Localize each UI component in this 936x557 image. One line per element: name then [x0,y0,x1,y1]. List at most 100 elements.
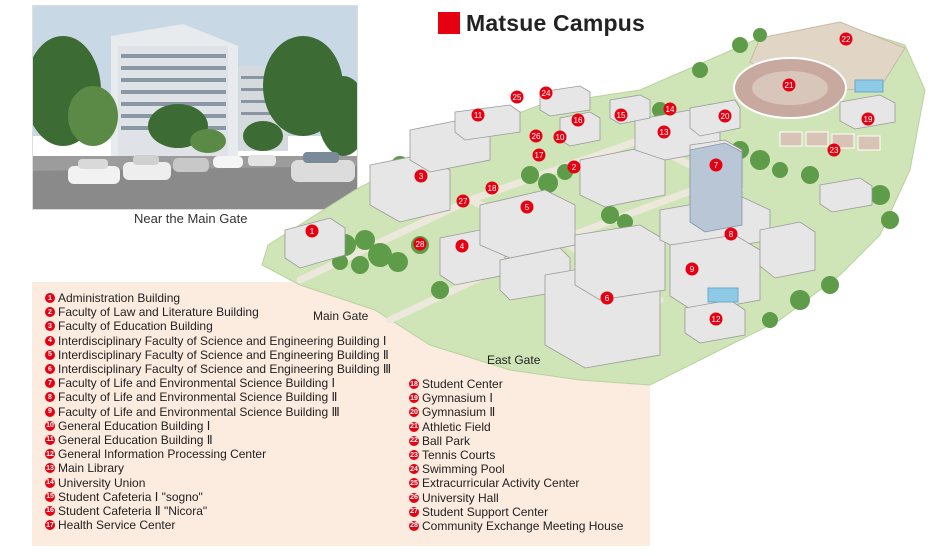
map-marker: 1 [305,224,319,238]
map-marker-dot [414,169,428,183]
map-marker: 16 [571,113,585,127]
map-marker-dot [567,160,581,174]
number-badge-icon: 12 [45,449,55,460]
map-marker: 8 [724,227,738,241]
legend-item-label: Faculty of Education Building [58,319,213,334]
map-marker: 22 [839,32,853,46]
legend-item-label: University Hall [422,490,499,505]
map-marker-dot [520,200,534,214]
title-marker-icon [438,12,460,34]
map-marker-dot [663,102,677,116]
legend-item-label: Tennis Courts [422,448,496,463]
legend-item-label: Swimming Pool [422,462,505,477]
map-marker: 5 [520,200,534,214]
map-marker-dot [861,112,875,126]
map-marker-label: 19 [864,115,873,124]
photo-caption: Near the Main Gate [134,211,248,226]
map-marker-label: 15 [617,111,626,120]
map-marker: 23 [827,143,841,157]
legend-item-label: Faculty of Life and Environmental Scienc… [58,376,336,391]
map-marker-label: 22 [842,35,851,44]
map-marker-dot [553,130,567,144]
legend-item-label: Student Cafeteria Ⅰ "sogno" [58,489,203,504]
map-marker-label: 2 [572,163,577,172]
number-badge-icon: 19 [409,393,419,404]
map-marker-label: 16 [574,116,583,125]
legend-item-label: Gymnasium Ⅱ [422,405,496,420]
legend-item-label: Community Exchange Meeting House [422,518,624,533]
map-marker-dot [600,291,614,305]
map-marker-label: 9 [690,265,695,274]
map-marker-label: 11 [474,111,483,120]
legend-item-label: Extracurricular Activity Center [422,476,580,491]
legend-item-label: Gymnasium Ⅰ [422,391,493,406]
number-badge-icon: 6 [45,364,55,375]
map-marker-label: 25 [513,93,522,102]
number-badge-icon: 11 [45,434,55,445]
main-gate-label: Main Gate [313,309,369,323]
number-badge-icon: 23 [409,450,419,461]
map-marker-label: 4 [460,242,465,251]
east-gate-label: East Gate [487,353,541,367]
map-marker-dot [827,143,841,157]
map-marker-dot [539,86,553,100]
map-marker-label: 3 [419,172,424,181]
legend-item-label: Main Library [58,461,125,476]
map-marker-dot [485,181,499,195]
number-badge-icon: 10 [45,420,55,431]
map-marker-dot [532,148,546,162]
map-marker: 20 [718,109,732,123]
map-marker: 12 [709,312,723,326]
number-badge-icon: 8 [45,392,55,403]
map-marker-label: 12 [712,315,721,324]
number-badge-icon: 1 [45,293,55,304]
number-badge-icon: 16 [45,505,55,516]
map-marker: 7 [709,158,723,172]
number-badge-icon: 14 [45,477,55,488]
map-marker: 13 [657,125,671,139]
map-marker-dot [471,108,485,122]
number-badge-icon: 28 [409,520,419,531]
number-badge-icon: 20 [409,407,419,418]
map-marker-dot [571,113,585,127]
map-marker-label: 13 [660,128,669,137]
number-badge-icon: 4 [45,335,55,346]
legend-item-label: Interdisciplinary Faculty of Science and… [58,347,389,362]
map-marker-dot [839,32,853,46]
map-marker: 11 [471,108,485,122]
map-marker-label: 1 [310,227,315,236]
map-marker-label: 7 [714,161,719,170]
map-marker: 17 [532,148,546,162]
legend-item-label: Student Cafeteria Ⅱ "Nicora" [58,503,208,518]
map-marker: 28 [413,237,427,251]
number-badge-icon: 5 [45,349,55,360]
number-badge-icon: 2 [45,307,55,318]
number-badge-icon: 25 [409,478,419,489]
map-marker-dot [782,78,796,92]
legend-item-label: Student Center [422,377,503,392]
map-marker-label: 23 [830,146,839,155]
map-marker: 9 [685,262,699,276]
map-marker: 2 [567,160,581,174]
map-marker-dot [709,312,723,326]
map-marker: 15 [614,108,628,122]
